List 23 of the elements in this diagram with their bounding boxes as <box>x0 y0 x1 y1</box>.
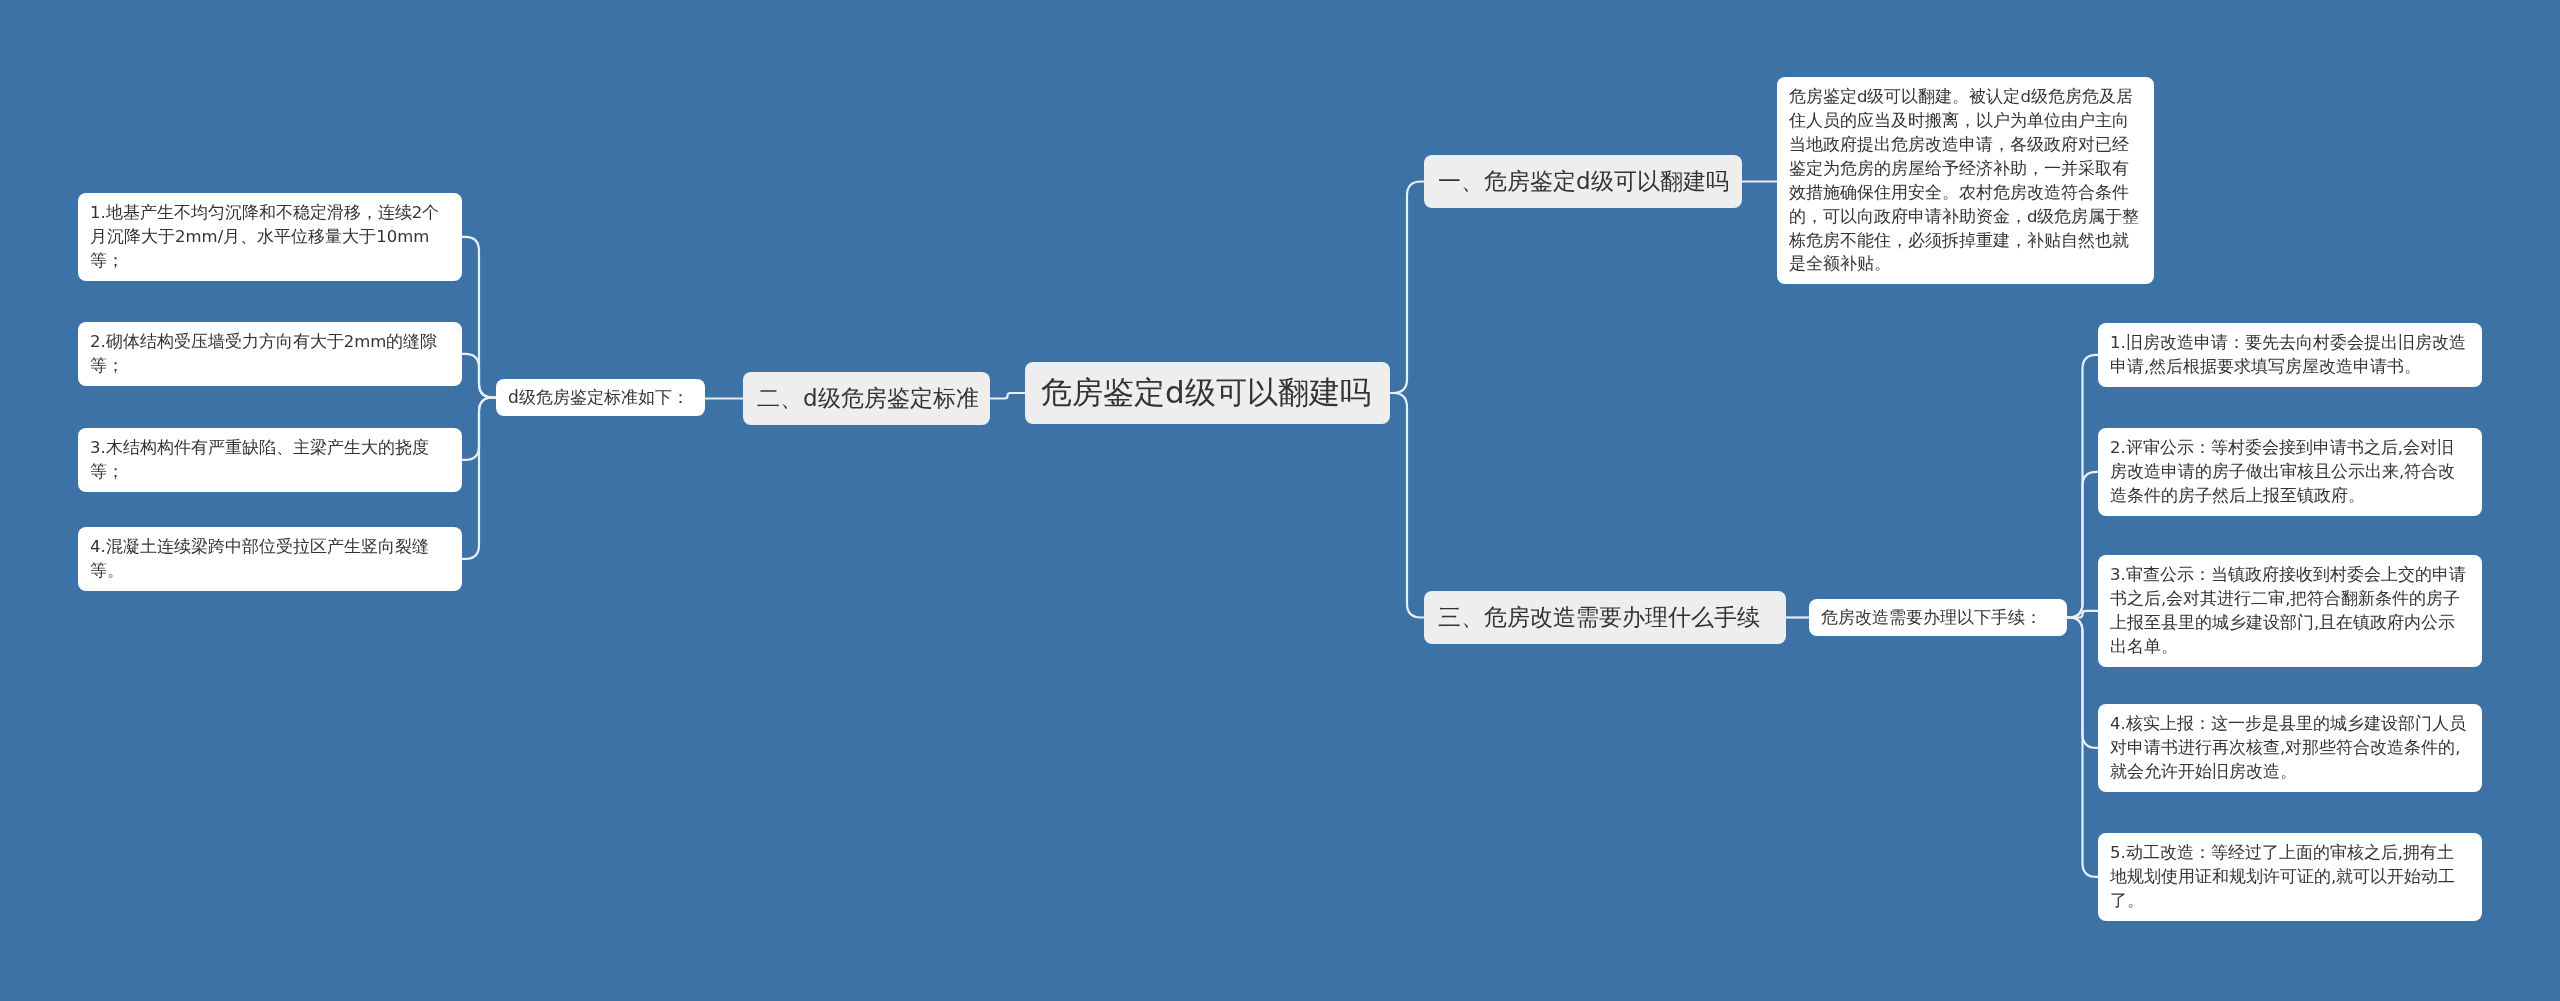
connector-line <box>990 391 1025 400</box>
connector-line <box>1742 180 1777 183</box>
text-box: 3.木结构构件有严重缺陷、主梁产生大的挠度等； <box>78 428 462 492</box>
connector-line <box>705 397 743 400</box>
connector-line <box>2066 616 2099 878</box>
topic-box: 一、危房鉴定d级可以翻建吗 <box>1424 155 1742 208</box>
text-box: 1.地基产生不均匀沉降和不稳定滑移，连续2个月沉降大于2mm/月、水平位移量大于10mm等； <box>78 193 462 281</box>
text-box: 危房鉴定d级可以翻建。被认定d级危房危及居住人员的应当及时搬离，以户为单位由户主向当地政府提出危房改造申请，各级政府对已经鉴定为危房的房屋给予经济补助，一并采取有效措施确保住用安全。农村危房改造符合条件的，可以向政府申请补助资金，d级危房属于整栋危房不能住，必须拆掉重建，补贴自然也就是全额补贴。 <box>1777 77 2154 285</box>
subtopic-box: d级危房鉴定标准如下： <box>496 379 705 416</box>
text-box: 4.核实上报：这一步是县里的城乡建设部门人员对申请书进行再次核查,对那些符合改造条件的,就会允许开始旧房改造。 <box>2098 704 2482 792</box>
subtopic-box: 危房改造需要办理以下手续： <box>1809 599 2067 636</box>
connector-line <box>1786 616 1809 619</box>
text-box: 4.混凝土连续梁跨中部位受拉区产生竖向裂缝等。 <box>78 527 462 591</box>
topic-box: 三、危房改造需要办理什么手续 <box>1424 591 1786 644</box>
text-box: 5.动工改造：等经过了上面的审核之后,拥有土地规划使用证和规划许可证的,就可以开始动工了。 <box>2098 833 2482 921</box>
topic-box: 二、d级危房鉴定标准 <box>743 372 990 425</box>
text-box: 1.旧房改造申请：要先去向村委会提出旧房改造申请,然后根据要求填写房屋改造申请书。 <box>2098 323 2482 387</box>
text-box: 3.审查公示：当镇政府接收到村委会上交的申请书之后,会对其进行二审,把符合翻新条件的房子上报至县里的城乡建设部门,且在镇政府内公示出名单。 <box>2098 555 2482 667</box>
connector-line <box>1390 391 1424 619</box>
text-box: 2.评审公示：等村委会接到申请书之后,会对旧房改造申请的房子做出审核且公示出来,符合改造条件的房子然后上报至镇政府。 <box>2098 428 2482 516</box>
text-box: 2.砌体结构受压墙受力方向有大于2mm的缝隙等； <box>78 322 462 386</box>
connector-line <box>2067 609 2098 619</box>
central-topic-box: 危房鉴定d级可以翻建吗 <box>1025 362 1390 424</box>
